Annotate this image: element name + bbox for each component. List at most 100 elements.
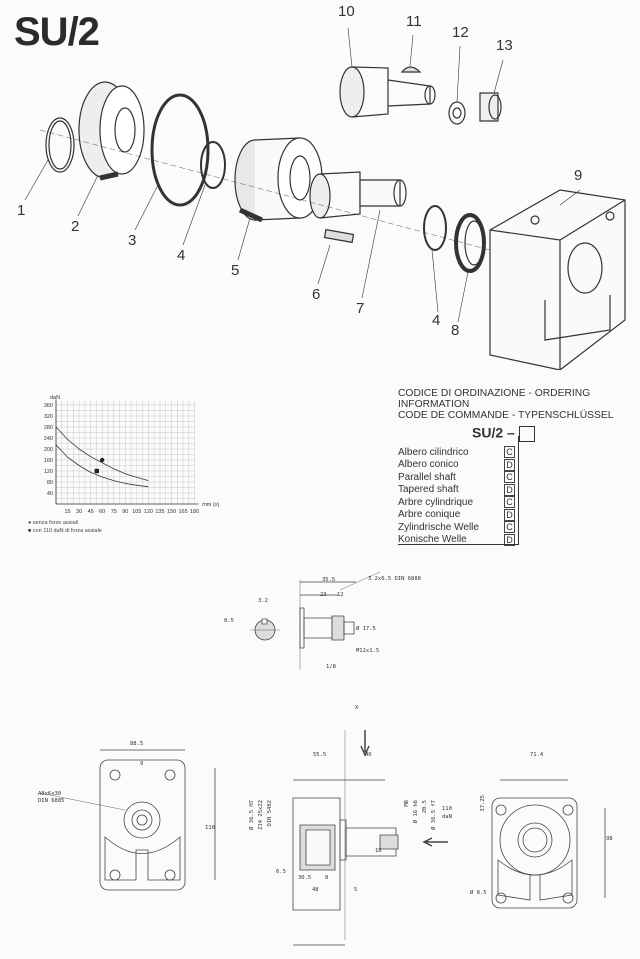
y-tick-label: 320 bbox=[44, 414, 53, 420]
dimension-label: daN bbox=[442, 814, 452, 820]
dimension-label: 16 bbox=[375, 848, 382, 854]
y-tick-label: 80 bbox=[47, 480, 53, 486]
front-view bbox=[40, 750, 215, 890]
data-point-square bbox=[94, 468, 100, 474]
ordering-header-2: CODE DE COMMANDE - TYPENSCHLÜSSEL bbox=[398, 410, 614, 421]
dimension-label: DIN 5482 bbox=[267, 800, 273, 827]
dimension-label: 8.5 bbox=[224, 618, 234, 624]
part-label-3: 3 bbox=[128, 232, 137, 249]
rear-view bbox=[492, 780, 605, 908]
dimension-label: 88.5 bbox=[130, 741, 144, 747]
dimension-label: Ø 36.5 f7 bbox=[431, 800, 437, 830]
option-label: Albero conico bbox=[398, 459, 459, 471]
x-tick-label: 105 bbox=[132, 509, 141, 515]
y-tick-label: 360 bbox=[44, 403, 53, 409]
part-label-1: 1 bbox=[17, 202, 26, 219]
x-tick-label: 90 bbox=[122, 509, 128, 515]
part-4b-circlip bbox=[424, 206, 446, 250]
option-label: Albero cilindrico bbox=[398, 446, 469, 458]
order-code-text: SU/2 – bbox=[472, 424, 515, 441]
x-tick-label: 30 bbox=[76, 509, 82, 515]
exploded-view-drawing bbox=[0, 0, 640, 370]
data-point-circle bbox=[100, 457, 105, 463]
dimension-label: 110 bbox=[442, 806, 452, 812]
y-tick-label: 40 bbox=[47, 491, 53, 497]
x-tick-label: 45 bbox=[88, 509, 94, 515]
option-code: C bbox=[504, 521, 515, 534]
dimension-label: 9 bbox=[140, 761, 144, 767]
part-label-13: 13 bbox=[496, 37, 513, 54]
part-label-9: 9 bbox=[574, 167, 583, 184]
ordering-option: Albero conico D bbox=[398, 458, 640, 472]
part-5-bearing bbox=[235, 138, 322, 220]
part-7-shaft bbox=[310, 172, 406, 218]
dimension-label: 6.5 bbox=[276, 869, 286, 875]
part-1-snap-ring bbox=[46, 118, 74, 172]
dimension-label: 23 bbox=[320, 592, 327, 598]
part-label-7: 7 bbox=[356, 300, 365, 317]
option-label: Tapered shaft bbox=[398, 484, 459, 496]
dimension-label: 8 bbox=[325, 875, 329, 881]
option-code: C bbox=[504, 446, 515, 459]
order-code-box bbox=[518, 426, 535, 442]
spline-note: DIN 6885 bbox=[38, 798, 65, 804]
dimension-label: 30.5 bbox=[298, 875, 312, 881]
part-label-12: 12 bbox=[452, 24, 469, 41]
part-4-circlip bbox=[201, 142, 225, 188]
part-12-washer bbox=[449, 102, 465, 124]
part-8-seal bbox=[456, 215, 484, 271]
dimension-label: 3.2 bbox=[258, 598, 268, 604]
dimension-label: 55.5 bbox=[313, 752, 327, 758]
legend-item-square: ■ con 110 daN di forza assiale bbox=[28, 528, 102, 534]
option-label: Zylindrische Welle bbox=[398, 521, 479, 533]
dimension-label: 20.5 bbox=[422, 800, 428, 814]
side-section-view bbox=[293, 730, 448, 945]
y-axis-label: daN bbox=[50, 395, 60, 401]
part-label-5: 5 bbox=[231, 262, 240, 279]
option-label: Arbre cylindrique bbox=[398, 496, 474, 508]
dimension-label: 40 bbox=[365, 752, 372, 758]
series-line-circle bbox=[56, 427, 148, 481]
dimension-label: 3.2x6.5 DIN 6888 bbox=[368, 576, 421, 582]
dimension-label: Ø 16 h6 bbox=[413, 800, 419, 824]
part-label-2: 2 bbox=[71, 218, 80, 235]
part-label-10: 10 bbox=[338, 3, 355, 20]
part-label-8: 8 bbox=[451, 322, 460, 339]
legend-text: senza forze assiali bbox=[32, 520, 79, 526]
dimension-label: 110 bbox=[205, 825, 215, 831]
part-3-o-ring bbox=[152, 95, 208, 205]
x-tick-label: 15 bbox=[64, 509, 70, 515]
dimension-label: 1/8 bbox=[326, 664, 336, 670]
option-label: Arbre conique bbox=[398, 509, 461, 521]
ordering-information: CODICE DI ORDINAZIONE - ORDERING INFORMA… bbox=[398, 388, 640, 546]
order-code: SU/2 – bbox=[472, 426, 640, 442]
technical-drawings bbox=[0, 560, 640, 959]
dimension-label: M8 bbox=[404, 800, 410, 807]
page-title: SU/2 bbox=[14, 10, 100, 54]
shaft-side-detail bbox=[300, 572, 380, 670]
leader-lines bbox=[25, 28, 580, 322]
dimension-label: 48 bbox=[312, 887, 319, 893]
option-code: D bbox=[504, 458, 515, 471]
x-tick-label: 60 bbox=[99, 509, 105, 515]
x-axis-label: mm (x) bbox=[202, 502, 219, 508]
dimension-label: Ø 36.5 H7 bbox=[249, 800, 255, 830]
dimension-label: M12x1.5 bbox=[356, 648, 380, 654]
option-code: C bbox=[504, 496, 515, 509]
dimension-label: 71.4 bbox=[530, 752, 544, 758]
y-tick-label: 200 bbox=[44, 447, 53, 453]
y-tick-label: 120 bbox=[44, 469, 53, 475]
y-tick-label: 160 bbox=[44, 458, 53, 464]
part-label-11: 11 bbox=[406, 13, 422, 30]
legend-item-circle: ● senza forze assiali bbox=[28, 520, 79, 526]
dimension-label: 98 bbox=[606, 836, 613, 842]
dimension-label: 37.25 bbox=[480, 795, 486, 812]
option-label: Konische Welle bbox=[398, 534, 467, 546]
dimension-label: 35.5 bbox=[322, 577, 336, 583]
shaft-cross-section bbox=[250, 619, 280, 640]
part-9-housing bbox=[490, 190, 625, 370]
option-code: D bbox=[504, 508, 515, 521]
